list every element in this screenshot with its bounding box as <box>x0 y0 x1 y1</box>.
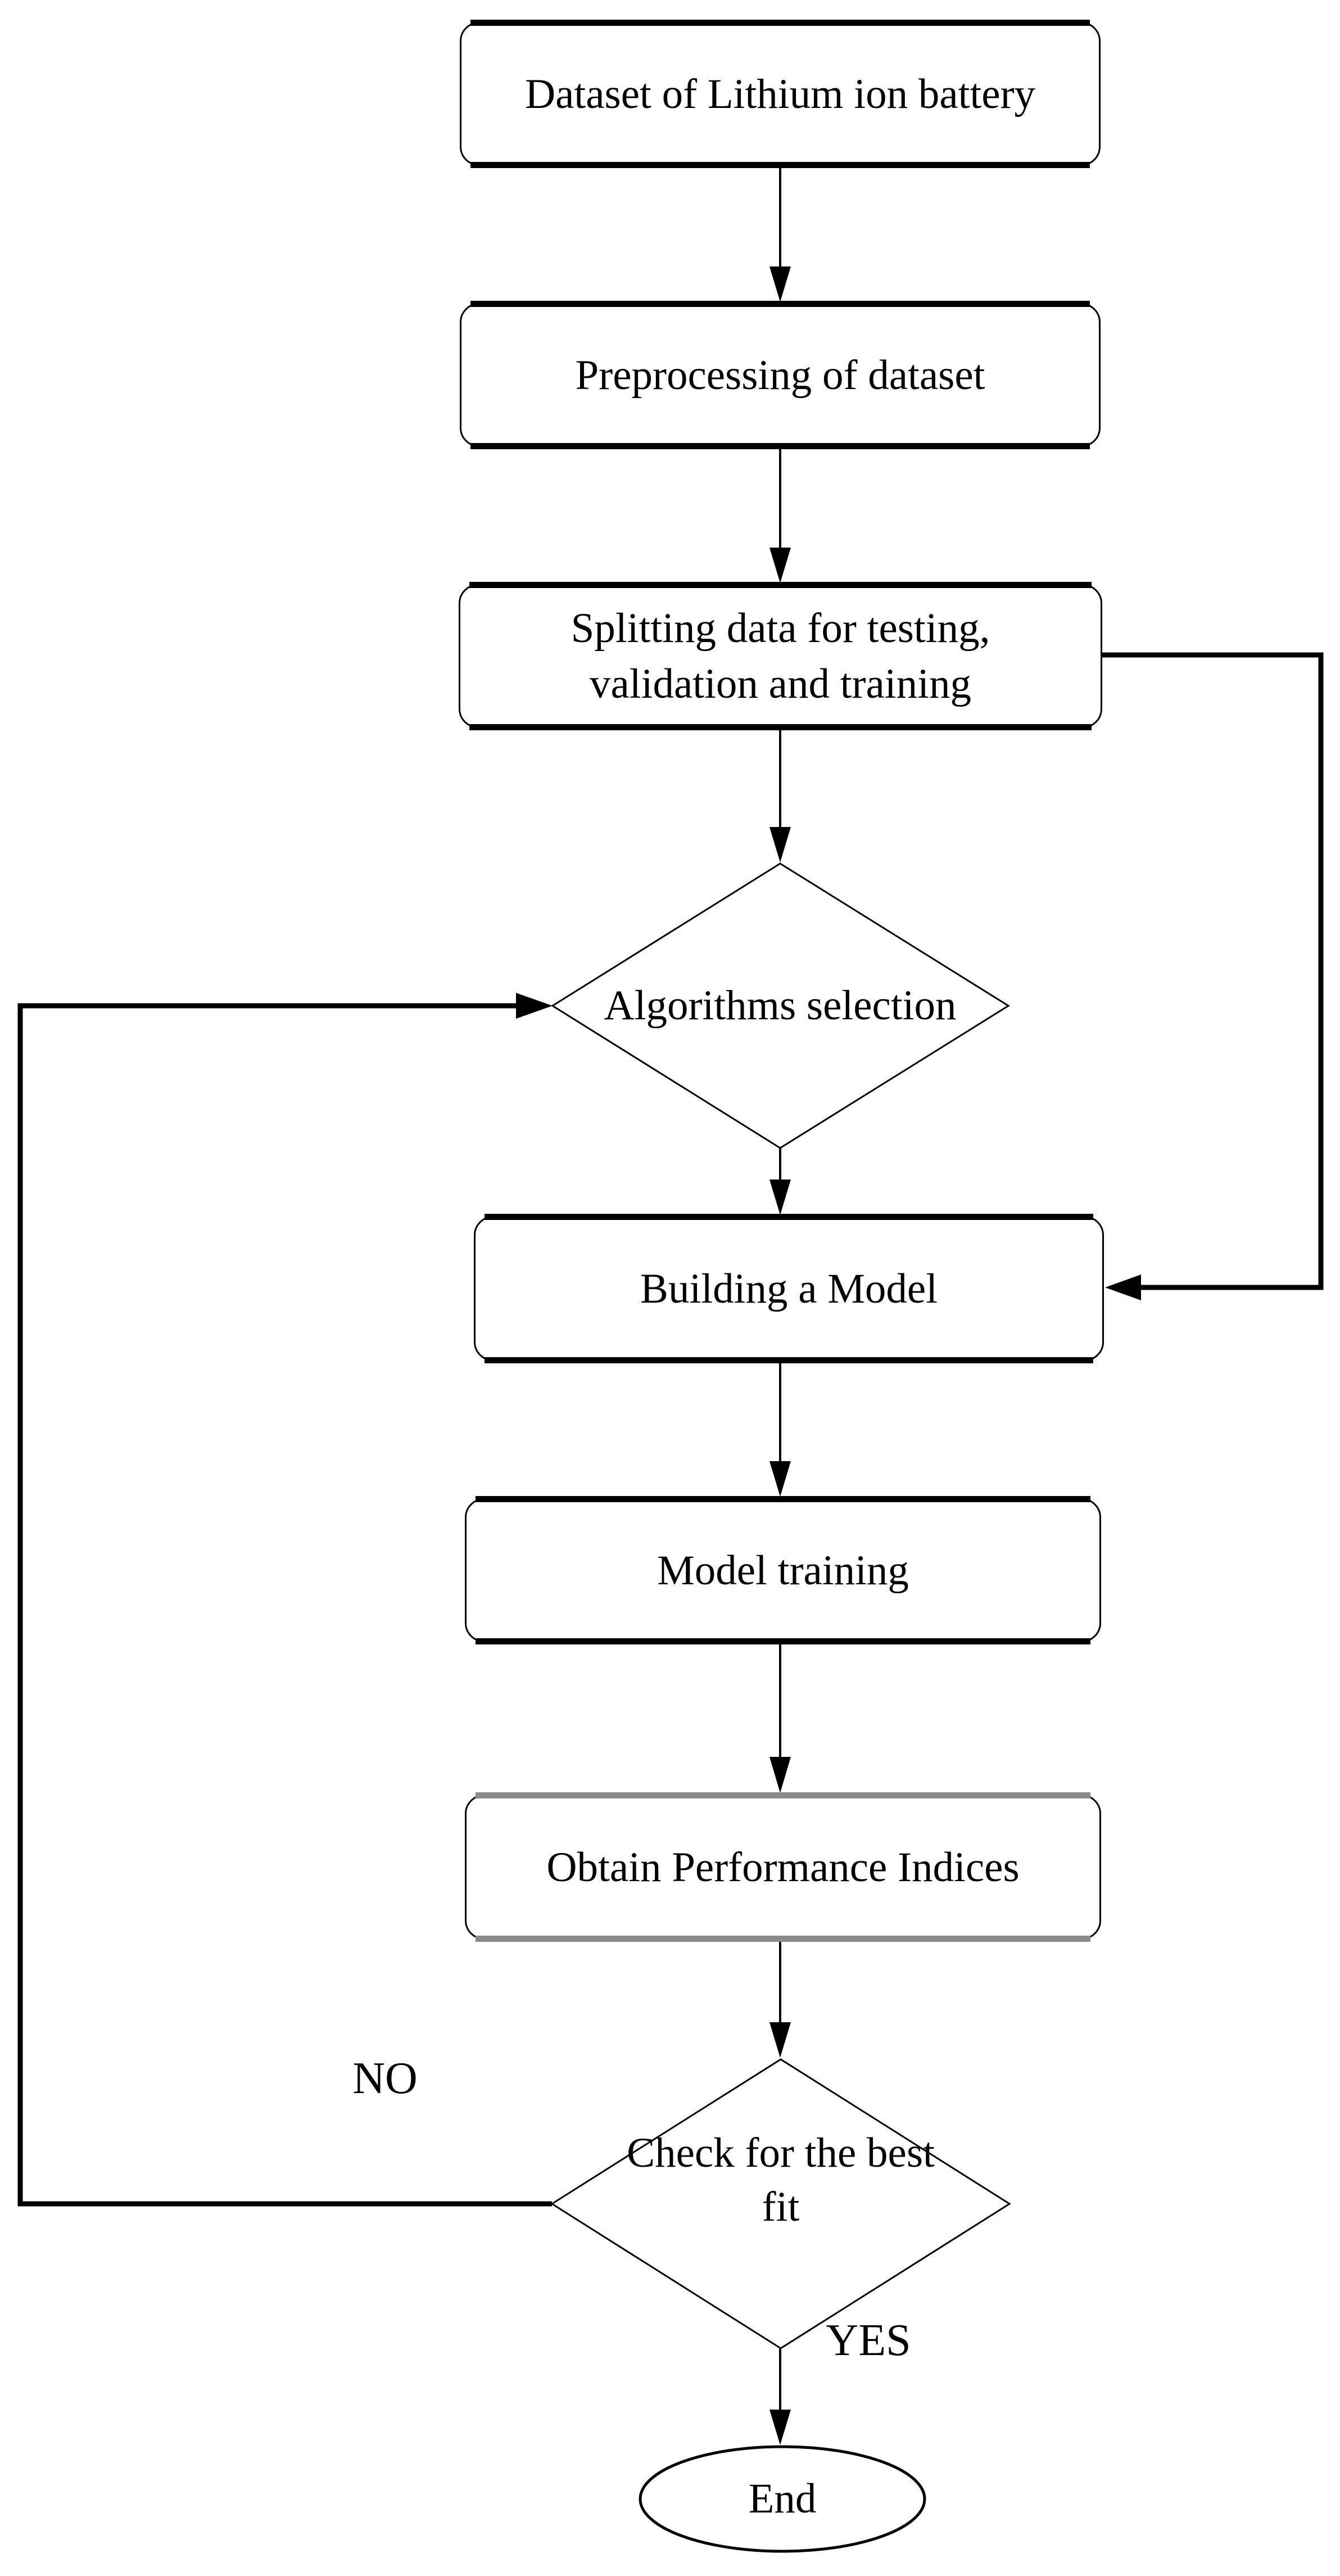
edge-splitting-to-building-arrowhead-icon <box>1105 1275 1141 1300</box>
diamond-algorithms-shape <box>551 862 1010 1149</box>
edge-no-loop-line <box>17 1003 552 2207</box>
arrow-splitting-to-algorithms-head-icon <box>769 827 791 862</box>
arrow-performance-to-check-head-icon <box>769 2022 791 2058</box>
node-performance-label: Obtain Performance Indices <box>546 1843 1020 1891</box>
arrow-building-to-training-head-icon <box>769 1461 791 1497</box>
node-performance-box: Obtain Performance Indices <box>465 1792 1101 1942</box>
node-check-label-line1: Check for the best <box>627 2130 935 2176</box>
node-dataset-box: Dataset of Lithium ion battery <box>460 20 1101 168</box>
arrow-training-to-performance-head-icon <box>769 1757 791 1793</box>
arrow-dataset-to-preprocessing-head-icon <box>769 266 791 302</box>
node-building-box: Building a Model <box>474 1214 1104 1363</box>
node-splitting-box: Splitting data for testing, validation a… <box>459 582 1102 730</box>
node-preprocessing-box: Preprocessing of dataset <box>460 301 1101 449</box>
arrow-algorithms-to-building-head-icon <box>769 1179 791 1215</box>
edge-splitting-to-building-line <box>1102 652 1324 1290</box>
node-end-label: End <box>748 2475 817 2522</box>
node-building-label: Building a Model <box>640 1265 938 1312</box>
edge-label-no: NO <box>352 2054 418 2103</box>
node-splitting-label: Splitting data for testing, validation a… <box>571 600 990 712</box>
diamond-check-shape <box>550 2058 1011 2349</box>
node-training-label: Model training <box>657 1547 909 1594</box>
arrow-check-to-end-head-icon <box>769 2410 791 2445</box>
terminator-end-shape <box>639 2445 926 2553</box>
node-preprocessing-label: Preprocessing of dataset <box>575 351 985 399</box>
node-training-box: Model training <box>465 1496 1101 1644</box>
edge-label-yes: YES <box>826 2316 911 2365</box>
node-algorithms-label: Algorithms selection <box>604 982 957 1029</box>
node-check-label-line2: fit <box>762 2184 800 2230</box>
node-check-label: Check for the best fit <box>584 2096 977 2265</box>
node-splitting-label-line1: Splitting data for testing, <box>571 605 990 652</box>
node-dataset-label: Dataset of Lithium ion battery <box>524 70 1036 117</box>
edge-no-arrowhead-icon <box>516 993 553 1019</box>
arrow-preprocessing-to-splitting-head-icon <box>769 548 791 583</box>
node-splitting-label-line2: validation and training <box>589 661 971 707</box>
